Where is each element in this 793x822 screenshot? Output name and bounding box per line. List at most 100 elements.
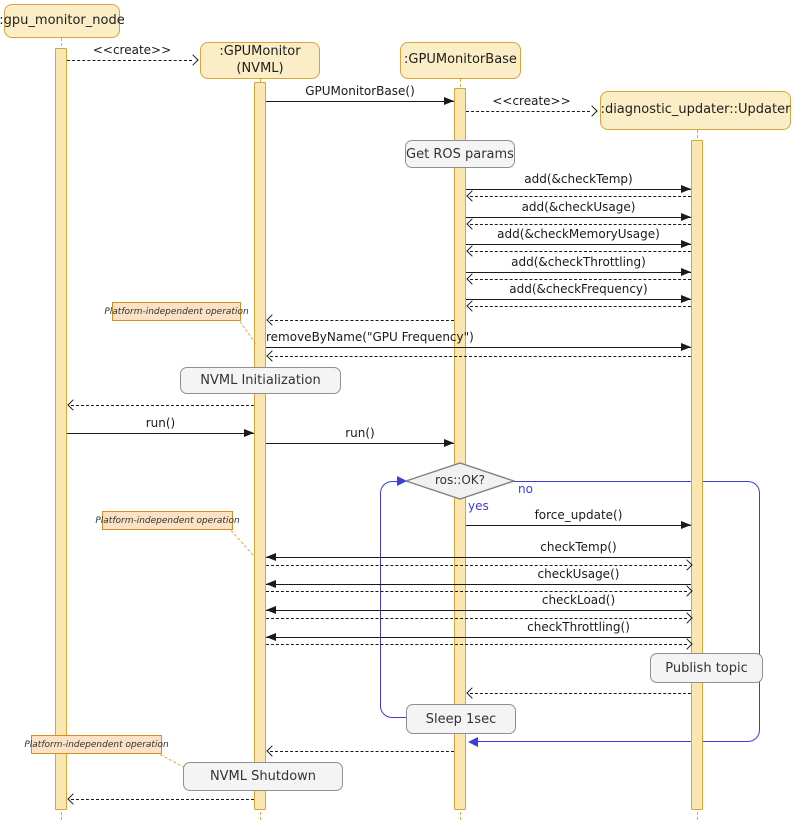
participant-label: :diagnostic_updater::Updater [600, 102, 791, 118]
message-add-checkthrottling-arrowhead [681, 268, 691, 276]
message-add-checktemp-label: add(&checkTemp) [524, 172, 633, 186]
loop-exit-arrowhead [468, 737, 478, 747]
message-checkload-arrowhead [266, 606, 276, 614]
message-create-gpumonitor-label: <<create>> [92, 43, 172, 57]
return-add-checkmemoryusage-line [470, 251, 691, 252]
activation-updater [691, 140, 703, 810]
note-platform-independent-1: Platform-independent operation [104, 302, 249, 321]
note-nvml-initialization: NVML Initialization [180, 367, 341, 394]
note-publish-topic: Publish topic [650, 653, 763, 683]
message-checkusage-label: checkUsage() [537, 567, 620, 581]
activation-gpumonitor [254, 82, 266, 810]
return-add-checktemp-line [470, 196, 691, 197]
message-add-checktemp-arrowhead [681, 185, 691, 193]
message-add-checkmemoryusage-label: add(&checkMemoryUsage) [497, 227, 660, 241]
return-add-checkfrequency-arrowhead [466, 300, 478, 312]
participant-label-line2: (NVML) [236, 60, 284, 76]
loop-frame-right [478, 481, 760, 742]
note-label: NVML Initialization [200, 373, 321, 388]
participant-gpumonitorbase: :GPUMonitorBase [400, 42, 521, 79]
message-run-node-line [67, 433, 254, 434]
message-create-gpumonitor-line [67, 60, 192, 61]
message-checkusage-line [266, 584, 691, 585]
note-label: NVML Shutdown [209, 769, 317, 784]
message-checkthrottling-line [266, 637, 691, 638]
return-removebyname-arrowhead [266, 350, 278, 362]
message-add-checkfrequency-line [466, 299, 691, 300]
loop-arrowhead-into-condition [397, 476, 407, 486]
message-checkthrottling-arrowhead [266, 633, 276, 641]
participant-label-line1: :GPUMonitor [219, 44, 301, 60]
return-final-arrowhead [67, 793, 79, 805]
message-add-checkmemoryusage-line [466, 244, 691, 245]
note-label: Platform-independent operation [24, 739, 169, 750]
return-run-arrowhead [266, 745, 278, 757]
return-add-checkthrottling-line [470, 279, 691, 280]
return-init-arrowhead [67, 399, 79, 411]
note-label: Platform-independent operation [95, 515, 240, 526]
return-ctor-arrowhead [266, 314, 278, 326]
message-add-checkusage-arrowhead [681, 213, 691, 221]
message-gpumonitorbase-call-line [266, 101, 454, 102]
message-add-checkthrottling-label: add(&checkThrottling) [511, 255, 646, 269]
message-checktemp-arrowhead [266, 553, 276, 561]
message-run-monitor-line [266, 443, 454, 444]
return-checkthrottling-line [266, 644, 687, 645]
note-label: Publish topic [665, 660, 748, 676]
return-checkload-line [266, 618, 687, 619]
loop-condition-diamond [405, 462, 515, 500]
message-add-checkusage-label: add(&checkUsage) [521, 200, 636, 214]
note-platform-independent-2: Platform-independent operation [95, 511, 240, 530]
participant-gpumonitor: :GPUMonitor (NVML) [200, 42, 320, 79]
message-checkusage-arrowhead [266, 580, 276, 588]
return-final-line [71, 799, 254, 800]
return-add-checkusage-line [470, 224, 691, 225]
participant-gpu-monitor-node: :gpu_monitor_node [0, 4, 125, 38]
note-connector-2 [230, 530, 254, 556]
participant-updater: :diagnostic_updater::Updater [600, 91, 791, 130]
note-sleep-1sec: Sleep 1sec [406, 704, 516, 734]
return-checktemp-line [266, 565, 687, 566]
activation-gpu-monitor-node [55, 48, 67, 810]
message-add-checkusage-line [466, 217, 691, 218]
return-checkusage-line [266, 591, 687, 592]
activation-gpumonitorbase [454, 88, 466, 810]
loop-no-label: no [518, 482, 533, 496]
message-force-update-arrowhead [681, 521, 691, 529]
note-label: Get ROS params [406, 146, 514, 162]
message-force-update-line [466, 525, 691, 526]
return-add-checkfrequency-line [470, 306, 691, 307]
message-force-update-label: force_update() [534, 508, 623, 522]
return-removebyname-line [270, 356, 691, 357]
message-gpumonitorbase-call-arrowhead [444, 97, 454, 105]
message-run-monitor-arrowhead [444, 439, 454, 447]
message-add-checktemp-line [466, 189, 691, 190]
message-gpumonitorbase-call-label: GPUMonitorBase() [305, 84, 415, 98]
note-label: Sleep 1sec [425, 711, 497, 727]
loop-frame-left [380, 481, 407, 718]
message-checktemp-line [266, 557, 691, 558]
return-ctor-line [270, 320, 454, 321]
message-add-checkfrequency-label: add(&checkFrequency) [509, 282, 648, 296]
note-nvml-shutdown: NVML Shutdown [183, 762, 343, 791]
participant-label: :GPUMonitorBase [404, 52, 517, 68]
message-add-checkmemoryusage-arrowhead [681, 240, 691, 248]
message-checkload-label: checkLoad() [541, 593, 616, 607]
return-init-line [71, 405, 254, 406]
message-removebyname-arrowhead [681, 343, 691, 351]
message-run-node-label: run() [145, 416, 176, 430]
message-run-monitor-label: run() [345, 426, 375, 440]
message-add-checkthrottling-line [466, 272, 691, 273]
note-connector-3 [159, 754, 185, 769]
message-run-node-arrowhead [244, 429, 254, 437]
note-label: Platform-independent operation [104, 306, 249, 317]
message-checkload-line [266, 610, 691, 611]
return-run-line [270, 751, 454, 752]
message-checkthrottling-label: checkThrottling() [527, 620, 630, 634]
return-publish-line [470, 693, 691, 694]
message-removebyname-label: removeByName("GPU Frequency") [266, 330, 474, 344]
message-add-checkfrequency-arrowhead [681, 295, 691, 303]
message-removebyname-line [266, 347, 691, 348]
message-create-updater-label: <<create>> [492, 94, 571, 108]
